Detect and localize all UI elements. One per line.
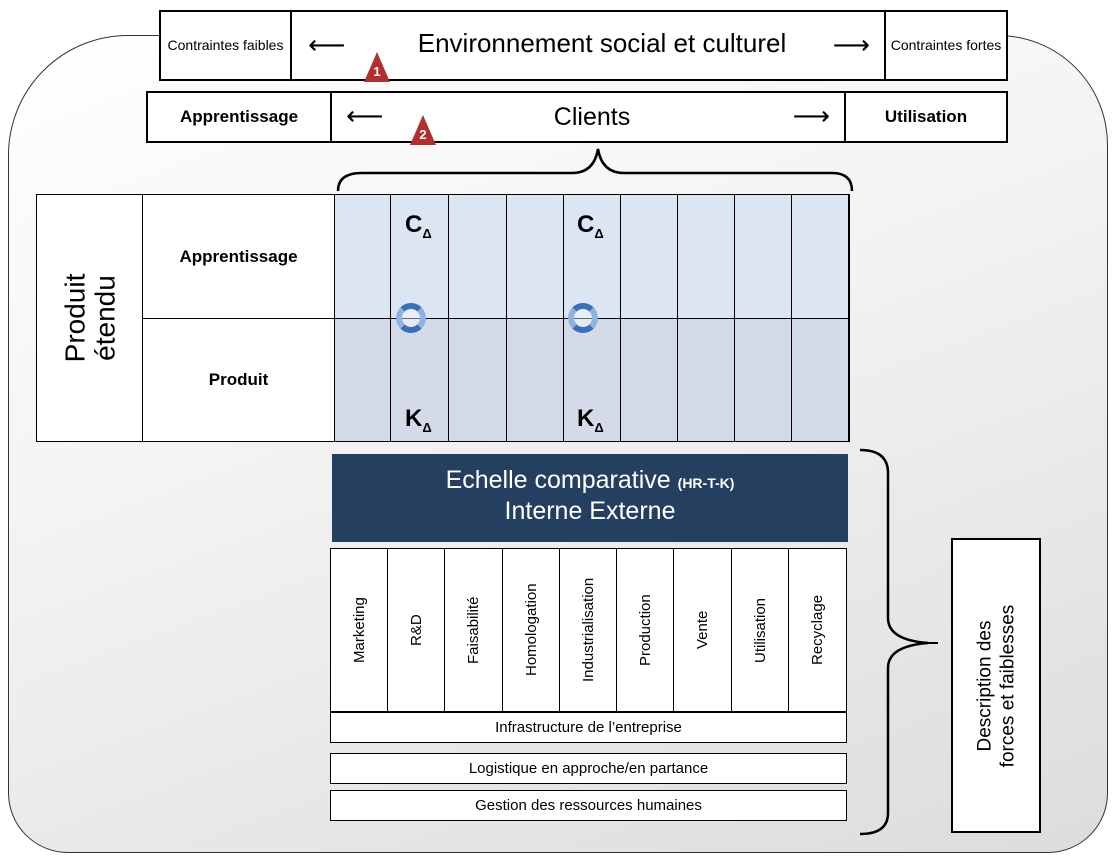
extended-product-label: Produit étendu (37, 195, 143, 441)
k-symbol: K (577, 405, 595, 432)
side-label-line1: Produit (59, 273, 90, 363)
left-arrow-icon: ⟵ (308, 29, 346, 60)
row-learning-header: Apprentissage (143, 195, 335, 319)
description-line1: Description des (974, 620, 996, 751)
left-arrow-icon: ⟵ (346, 100, 384, 131)
support-row-label: Logistique en approche/en partance (468, 760, 709, 777)
marker-2-label: 2 (419, 127, 427, 142)
cycle-icon (396, 303, 426, 333)
usage-label: Utilisation (884, 107, 968, 126)
strong-constraints-box: Contraintes fortes (884, 10, 1008, 81)
right-brace-icon (859, 448, 938, 836)
marker-2-icon: 2 (410, 115, 436, 145)
activity-label: Homologation (522, 583, 540, 677)
activity-label: Utilisation (751, 597, 769, 663)
right-arrow-icon: ⟶ (832, 29, 870, 60)
weak-constraints-box: Contraintes faibles (159, 10, 292, 81)
matrix: Produit étendu Apprentissage Produit CΔ … (36, 194, 850, 442)
support-row: Infrastructure de l’entreprise (330, 712, 847, 743)
description-line2: forces et faiblesses (997, 604, 1019, 767)
matrix-column (621, 195, 678, 441)
cycle-icon (568, 303, 598, 333)
matrix-column (335, 195, 391, 441)
environment-label: Environnement social et culturel (417, 28, 787, 58)
k-delta-2: KΔ (577, 405, 604, 435)
activity-label: R&D (408, 614, 426, 646)
activity-label: Recyclage (808, 594, 826, 666)
row-learning-label: Apprentissage (179, 246, 298, 266)
c-delta-1: CΔ (405, 211, 432, 241)
learning-box: Apprentissage (146, 91, 332, 143)
matrix-column (449, 195, 507, 441)
activity-column: Recyclage (789, 549, 846, 711)
activity-column: Production (617, 549, 675, 711)
scale-title: Echelle comparative (445, 466, 671, 494)
clients-label: Clients (553, 103, 631, 131)
comparative-scale-box: Echelle comparative (HR-T-K) Interne Ext… (332, 454, 848, 542)
matrix-column (507, 195, 564, 441)
c-symbol: C (405, 211, 423, 238)
clients-bar: ⟵ Clients ⟶ (330, 91, 846, 143)
activity-label: Vente (694, 610, 712, 650)
weak-constraints-label: Contraintes faibles (167, 37, 284, 53)
grid-top (335, 195, 849, 319)
side-label-line2: étendu (89, 275, 120, 361)
matrix-column (391, 195, 449, 441)
activity-column: Faisabilité (445, 549, 503, 711)
k-delta-1: KΔ (405, 405, 432, 435)
activity-label: Production (637, 594, 655, 666)
delta-symbol: Δ (594, 419, 604, 435)
support-row: Logistique en approche/en partance (330, 753, 847, 784)
matrix-column (564, 195, 621, 441)
delta-symbol: Δ (422, 419, 432, 435)
k-symbol: K (405, 405, 423, 432)
support-row-label: Infrastructure de l’entreprise (495, 719, 682, 736)
right-arrow-icon: ⟶ (792, 100, 830, 131)
marker-1-icon: 1 (364, 52, 390, 82)
activity-column: Industrialisation (560, 549, 618, 711)
delta-symbol: Δ (422, 225, 432, 241)
activity-column: R&D (388, 549, 446, 711)
support-row-label: Gestion des ressources humaines (475, 797, 702, 814)
activities-table: Marketing R&D Faisabilité Homologation Indus… (330, 548, 847, 712)
row-product-header: Produit (143, 319, 335, 441)
delta-symbol: Δ (594, 225, 604, 241)
extended-product-cell: Produit étendu (37, 195, 143, 441)
activity-column: Utilisation (732, 549, 789, 711)
support-row: Gestion des ressources humaines (330, 790, 847, 821)
c-symbol: C (577, 211, 595, 238)
marker-1-label: 1 (373, 64, 381, 79)
activity-label: Industrialisation (579, 577, 597, 683)
row-product-label: Produit (208, 370, 269, 389)
learning-label: Apprentissage (179, 107, 299, 126)
matrix-column (792, 195, 849, 441)
scale-suffix: (HR-T-K) (677, 475, 735, 491)
activity-column: Homologation (503, 549, 560, 711)
description-box: Description des forces et faiblesses (951, 538, 1041, 833)
activity-column: Marketing (331, 549, 389, 711)
activity-label: Faisabilité (465, 596, 483, 664)
matrix-column (735, 195, 792, 441)
usage-box: Utilisation (844, 91, 1008, 143)
scale-subtitle: Interne Externe (504, 497, 676, 525)
grid-bottom (335, 319, 849, 441)
activity-column: Vente (674, 549, 732, 711)
activity-label: Marketing (351, 597, 369, 663)
matrix-column (678, 195, 735, 441)
strong-constraints-label: Contraintes fortes (890, 37, 1002, 53)
c-delta-2: CΔ (577, 211, 604, 241)
top-brace-icon (336, 148, 854, 192)
